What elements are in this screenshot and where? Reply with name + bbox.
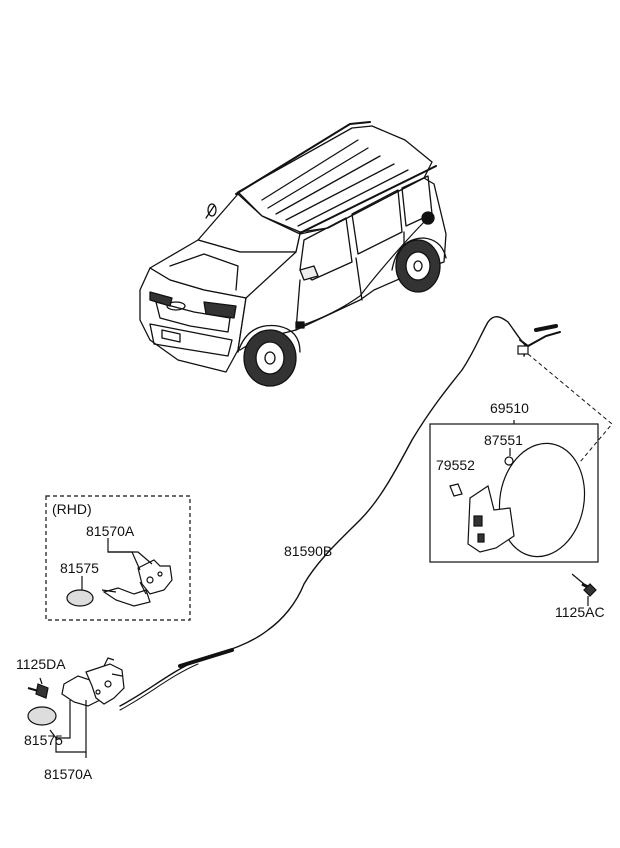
part-81570a-rhd-label: 81570A (86, 523, 135, 539)
fuel-door-cable (119, 316, 561, 711)
rhd-variant-box (45, 495, 191, 621)
bolt-1125ac (571, 573, 597, 606)
rhd-label: (RHD) (52, 501, 92, 517)
vehicle-illustration (139, 121, 447, 387)
fuel-door-assembly (429, 420, 599, 563)
part-87551-label: 87551 (484, 432, 523, 448)
part-81575-label: 81575 (24, 732, 63, 748)
part-81590b-label: 81590B (284, 543, 333, 559)
part-79552-label: 79552 (436, 457, 475, 473)
part-81570a-label: 81570A (44, 766, 93, 782)
part-81575-rhd-label: 81575 (60, 560, 99, 576)
lhd-lever-assembly (27, 657, 125, 758)
part-69510-label: 69510 (490, 400, 529, 416)
part-1125da-label: 1125DA (16, 656, 66, 672)
cable-connector-leader (527, 353, 613, 463)
part-1125ac-label: 1125AC (555, 604, 605, 620)
